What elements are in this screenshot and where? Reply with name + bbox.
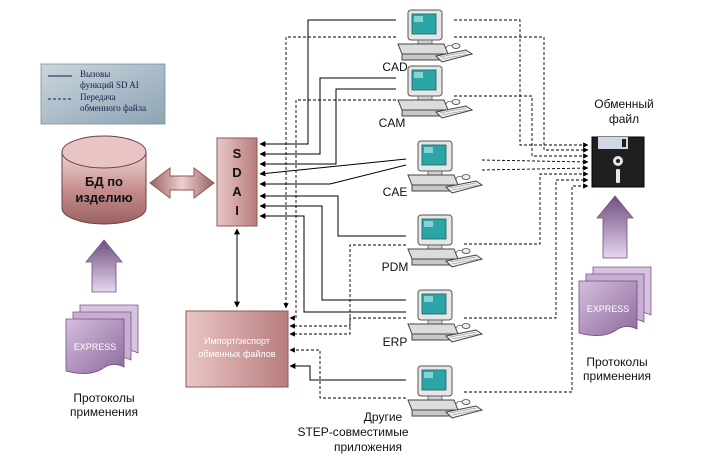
legend-transfer-line1: Передача (80, 92, 116, 102)
import-export-line2: обменных файлов (198, 349, 275, 359)
workstation-cae-label: CAE (383, 185, 408, 199)
express-left-docs: EXPRESS (65, 304, 139, 374)
workstation-erp-icon (407, 289, 483, 343)
workstation-other-label-line1: Другие (364, 410, 403, 424)
import-export-block: Импорт/экспорт обменных файлов (185, 310, 289, 388)
sdai-letter-a: A (232, 184, 242, 199)
legend-transfer-line2: обменного файла (80, 103, 146, 113)
product-database: БД по изделию (61, 135, 147, 225)
legend-calls-line2: функций SD AI (80, 80, 139, 90)
express-right-caption-line1: Протоколы (586, 355, 647, 369)
workstation-cad-label: CAD (382, 60, 408, 74)
workstation-cae-icon (407, 140, 483, 194)
sdai-letter-i: I (235, 203, 239, 218)
sdai-call-connectors (259, 19, 407, 381)
db-sdai-double-arrow (149, 167, 215, 199)
workstation-cam-label: CAM (379, 116, 406, 130)
file-transfer-connectors (283, 19, 589, 399)
express-right-arrow (596, 195, 634, 259)
express-left-arrow (85, 239, 123, 293)
express-right-caption-line2: применения (583, 369, 651, 383)
express-left-tag: EXPRESS (74, 342, 117, 352)
legend-calls-line1: Вызовы (80, 69, 110, 79)
workstation-cad-icon (397, 9, 473, 63)
express-left-caption-line2: применения (70, 405, 138, 419)
sdai-letter-d: D (232, 165, 241, 180)
legend: Вызовы функций SD AI Передача обменного … (40, 63, 166, 125)
db-label-line1: БД по (85, 174, 123, 189)
sdai-letter-s: S (233, 146, 242, 161)
exchange-file-label-line2: файл (609, 112, 639, 126)
workstation-erp-label: ERP (383, 335, 408, 349)
db-label-line2: изделию (75, 190, 132, 205)
workstation-other-label-line2: STEP-совместимые (297, 425, 408, 439)
sdai-block: S D A I (216, 137, 258, 227)
express-right-tag: EXPRESS (587, 304, 630, 314)
express-right-docs: EXPRESS (578, 266, 652, 336)
workstation-cam-icon (397, 65, 473, 119)
exchange-file-label-line1: Обменный (594, 97, 653, 111)
floppy-disk-icon (591, 136, 645, 188)
workstation-pdm-icon (407, 214, 483, 268)
workstation-other-label-line3: приложения (334, 440, 402, 454)
workstation-pdm-label: PDM (382, 260, 409, 274)
express-left-caption-line1: Протоколы (73, 391, 134, 405)
legend-box (40, 63, 166, 125)
import-export-line1: Импорт/экспорт (204, 336, 270, 346)
